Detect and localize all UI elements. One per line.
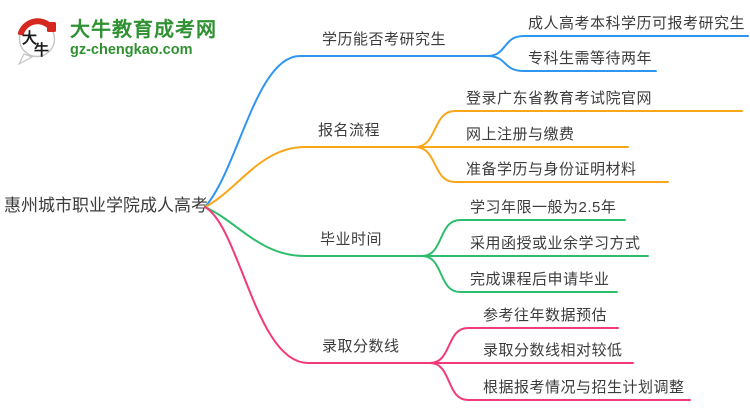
branch-lines-scoreline (204, 206, 691, 401)
branch-label-scoreline: 录取分数线 (322, 338, 400, 355)
daniu-logo-icon: 大 牛 (17, 18, 56, 66)
child-curve (414, 146, 669, 183)
child-curve (429, 327, 619, 364)
logo-char-top: 大 (22, 29, 37, 47)
child-node: 准备学历与身份证明材料 (466, 161, 637, 178)
child-curve (429, 362, 691, 401)
branch-lines-postgrad (204, 35, 749, 208)
child-curve (486, 35, 749, 57)
logo-char-bottom: 牛 (34, 41, 49, 59)
branch-curve (204, 206, 431, 364)
child-curve (421, 219, 626, 257)
logo-text: 大牛教育成考网 gz-chengkao.com (70, 18, 217, 59)
red-seal (47, 22, 56, 32)
branch-curve (204, 206, 423, 257)
child-curve (421, 255, 618, 293)
child-node: 专科生需等待两年 (528, 50, 653, 67)
child-node: 完成课程后申请毕业 (470, 271, 610, 288)
child-node: 参考往年数据预估 (483, 307, 608, 324)
child-node: 录取分数线相对较低 (483, 342, 623, 359)
branch-lines-signup (204, 110, 743, 208)
child-node: 成人高考本科学历可报考研究生 (528, 15, 746, 32)
branch-curve (204, 55, 488, 208)
child-node: 登录广东省教育考试院官网 (466, 90, 653, 107)
site-logo[interactable]: 大 牛 大牛教育成考网 gz-chengkao.com (12, 10, 217, 66)
child-node: 网上注册与缴费 (466, 126, 575, 143)
child-node: 采用函授或业余学习方式 (470, 235, 641, 252)
branch-label-signup: 报名流程 (318, 122, 381, 139)
child-node: 学习年限一般为2.5年 (470, 199, 617, 216)
root-node: 惠州城市职业学院成人高考 (4, 196, 208, 215)
child-curve (486, 55, 657, 72)
branch-label-postgrad: 学历能否考研究生 (322, 31, 447, 48)
child-curve (414, 110, 743, 148)
branch-lines-graduation (204, 206, 649, 293)
branch-curve (204, 146, 416, 208)
brand-url: gz-chengkao.com (70, 41, 193, 58)
branch-label-graduation: 毕业时间 (320, 231, 383, 248)
child-node: 根据报考情况与招生计划调整 (483, 379, 685, 396)
brand-name: 大牛教育成考网 (70, 18, 217, 41)
speech-bubble-tail (17, 53, 34, 66)
